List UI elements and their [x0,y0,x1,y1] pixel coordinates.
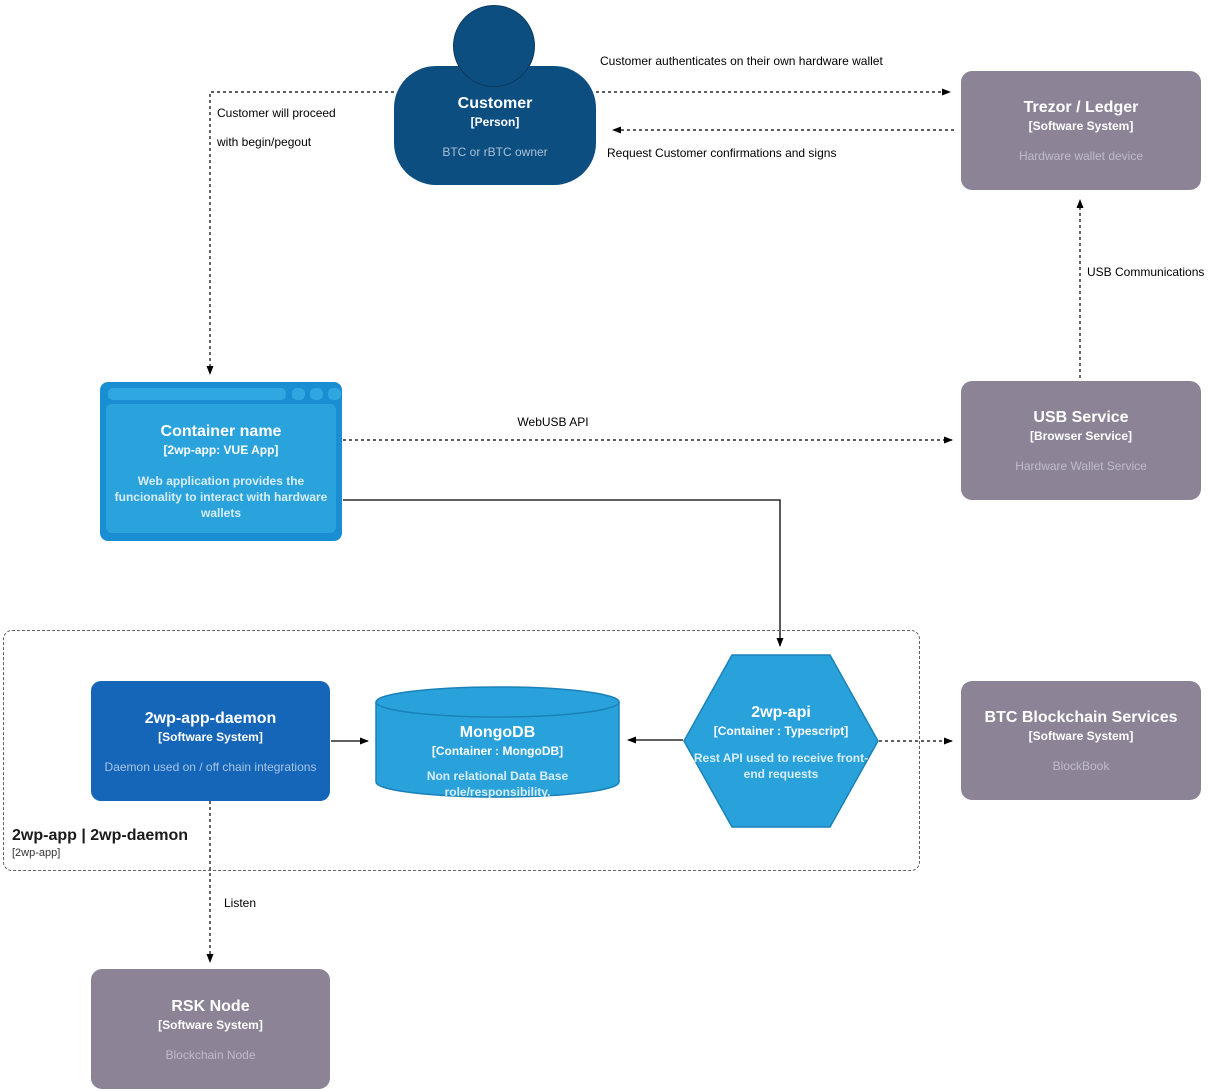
mongodb-title: MongoDB [459,724,536,741]
mongodb-subtitle: [Container : MongoDB] [431,744,564,758]
boundary-subtitle: [2wp-app] [12,847,61,859]
btc-title: BTC Blockchain Services [984,709,1178,726]
edge-label-confirmations: Request Customer confirmations and signs [607,146,837,160]
node-rsk: RSK Node [Software System] Blockchain No… [91,969,330,1089]
api-hexagon-shape [683,654,879,828]
customer-description: BTC or rBTC owner [442,145,548,160]
browser-address-bar [108,388,286,400]
rsk-subtitle: [Software System] [158,1018,263,1033]
edge-label-usb-communications: USB Communications [1087,265,1205,279]
api-subtitle: [Container : Typescript] [713,724,849,738]
trezor-subtitle: [Software System] [1028,119,1134,134]
api-description: Rest API used to receive front-end reque… [693,751,869,781]
node-webapp-browser-window: Container name [2wp-app: VUE App] Web ap… [100,382,342,541]
daemon-subtitle: [Software System] [158,730,263,745]
node-mongodb: MongoDB [Container : MongoDB] Non relati… [375,686,620,800]
node-customer: Customer [Person] BTC or rBTC owner [394,66,596,185]
edge-webapp-to-api [343,499,784,647]
edge-customer-to-webapp [206,91,394,375]
webapp-description: Web application provides the funcionalit… [114,474,328,521]
mongodb-cylinder-shape [375,686,620,798]
rsk-description: Blockchain Node [165,1048,256,1063]
api-title: 2wp-api [751,704,811,721]
edge-label-webusb: WebUSB API [517,415,589,429]
boundary-2wp-app [3,630,920,871]
customer-title: Customer [457,95,533,112]
webapp-content-panel: Container name [2wp-app: VUE App] Web ap… [106,404,336,533]
daemon-title: 2wp-app-daemon [144,710,277,727]
browser-window-button-3 [328,388,341,400]
node-trezor-ledger: Trezor / Ledger [Software System] Hardwa… [961,71,1201,190]
usb-service-title: USB Service [1033,409,1129,426]
node-api: 2wp-api [Container : Typescript] Rest AP… [693,654,869,782]
edge-label-proceed-line2: with begin/pegout [217,135,312,149]
daemon-description: Daemon used on / off chain integrations [104,760,317,775]
rsk-title: RSK Node [171,998,250,1015]
browser-window-button-1 [292,388,305,400]
webapp-subtitle: [2wp-app: VUE App] [163,443,279,457]
usb-service-description: Hardware Wallet Service [1015,459,1147,474]
edge-label-listen: Listen [224,896,257,910]
usb-service-subtitle: [Browser Service] [1029,429,1133,444]
webapp-title: Container name [160,423,282,440]
node-btc-blockchain-services: BTC Blockchain Services [Software System… [961,681,1201,800]
edge-label-proceed-line1: Customer will proceed [217,106,336,120]
boundary-title: 2wp-app | 2wp-daemon [12,827,189,844]
edge-label-authenticates: Customer authenticates on their own hard… [600,54,883,68]
node-usb-service: USB Service [Browser Service] Hardware W… [961,381,1201,500]
node-daemon: 2wp-app-daemon [Software System] Daemon … [91,681,330,801]
btc-description: BlockBook [1052,759,1110,774]
trezor-title: Trezor / Ledger [1023,99,1139,116]
customer-subtitle: [Person] [470,115,520,130]
customer-person-head [453,5,535,87]
mongodb-description: Non relational Data Base role/responsibi… [426,769,569,799]
boundary-label: 2wp-app | 2wp-daemon [2wp-app] [12,827,188,859]
browser-window-button-2 [310,388,323,400]
trezor-description: Hardware wallet device [1018,149,1144,164]
btc-subtitle: [Software System] [1028,729,1134,744]
